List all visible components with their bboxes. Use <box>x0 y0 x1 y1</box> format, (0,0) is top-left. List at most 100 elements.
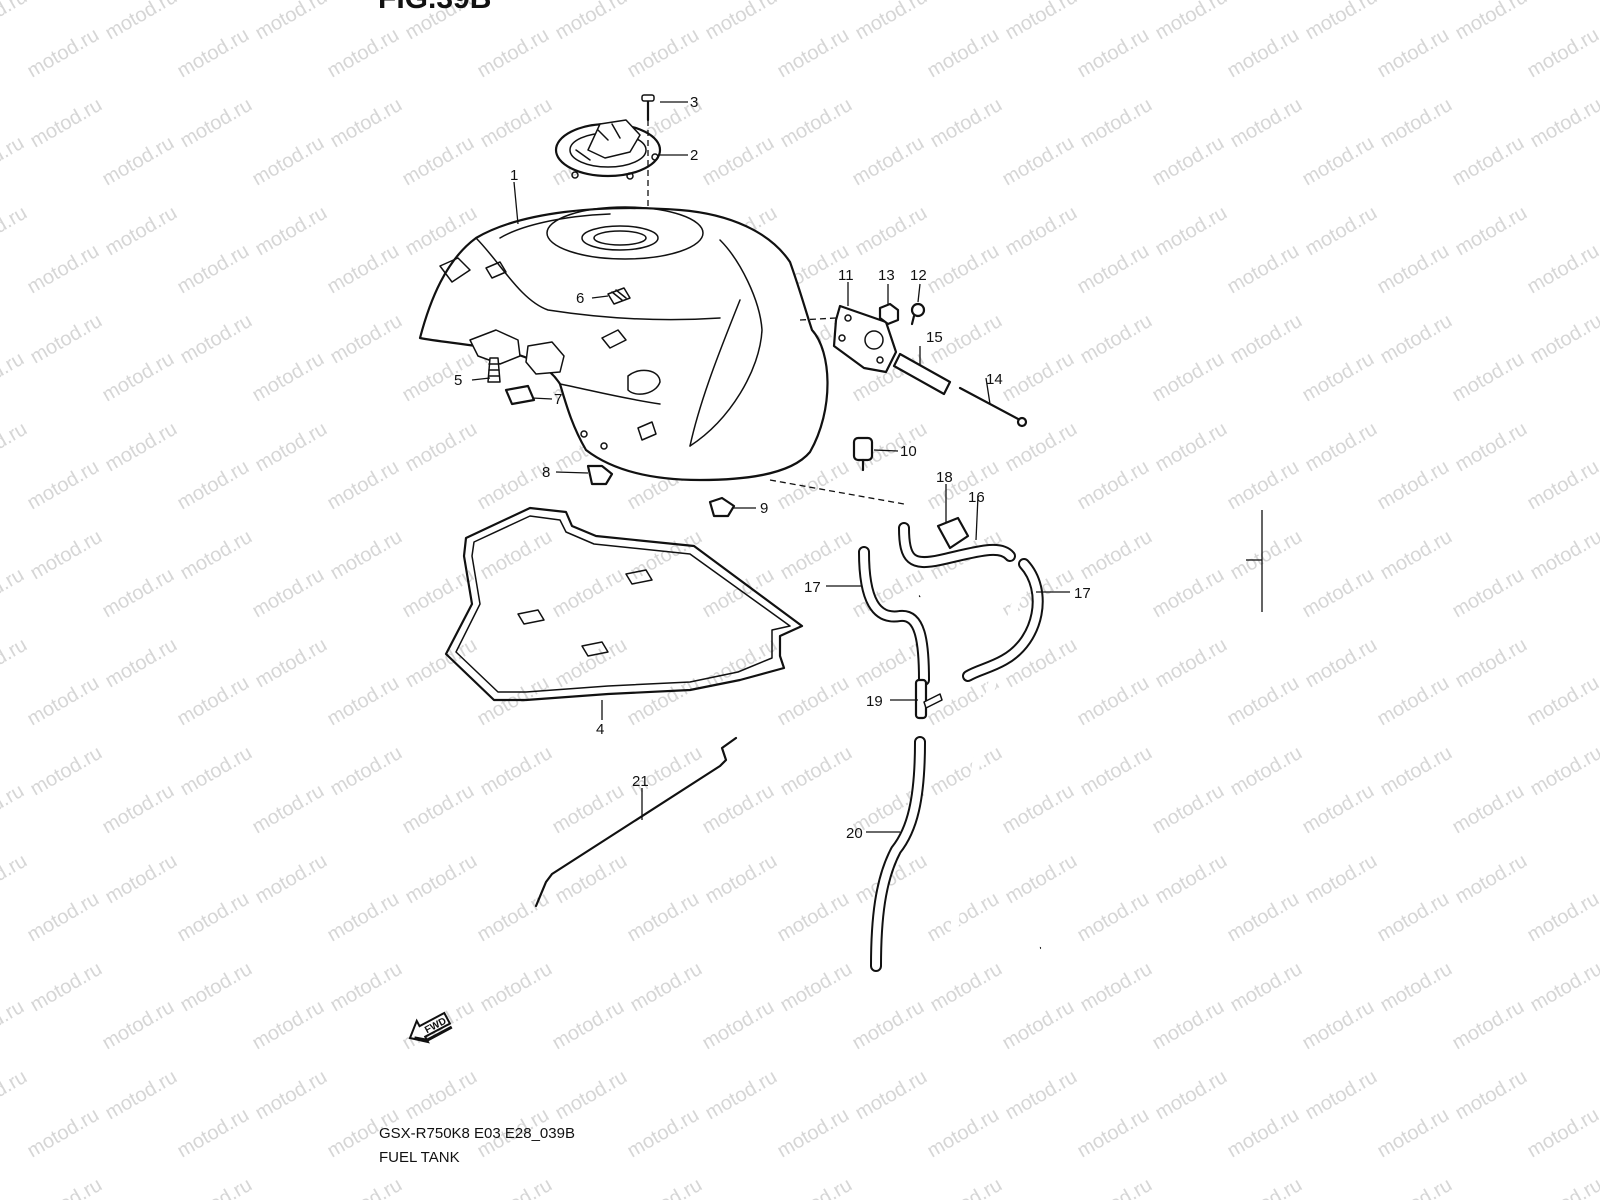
watermark-text: motod.ru <box>549 780 628 839</box>
watermark-text: motod.ru <box>174 1104 253 1163</box>
watermark-text: motod.ru <box>1002 202 1081 261</box>
watermark-text: motod.ru <box>1452 0 1531 44</box>
watermark-text: motod.ru <box>627 526 706 585</box>
callout-21: 21 <box>632 773 649 790</box>
watermark-text: motod.ru <box>774 24 853 83</box>
watermark-text: motod.ru <box>177 310 256 369</box>
watermark-text: motod.ru <box>402 1066 481 1125</box>
watermark-text: motod.ru <box>924 240 1003 299</box>
watermark-text: motod.ru <box>252 850 331 909</box>
callout-20: 20 <box>846 825 863 842</box>
part-4-seal[interactable] <box>444 506 804 702</box>
watermark-text: motod.ru <box>1227 958 1306 1017</box>
watermark-text: motod.ru <box>1524 672 1600 731</box>
part-15-spacer[interactable] <box>892 352 952 396</box>
part-13-nut[interactable] <box>878 302 900 326</box>
part-21-rod[interactable] <box>534 736 738 908</box>
watermark-text: motod.ru <box>774 888 853 947</box>
callout-leaders <box>471 101 1070 833</box>
part-7-cushion[interactable] <box>504 384 536 406</box>
diagram-code: GSX-R750K8 E03 E28_039B <box>379 1125 575 1142</box>
watermark-text: motod.ru <box>1077 310 1156 369</box>
watermark-text: motod.ru <box>1527 310 1600 369</box>
callout-17-right: 17 <box>1074 585 1091 602</box>
watermark-text: motod.ru <box>1224 888 1303 947</box>
watermark-text: motod.ru <box>1527 742 1600 801</box>
part-2-fuel-cap[interactable] <box>554 119 662 180</box>
watermark-text: motod.ru <box>102 634 181 693</box>
callout-2: 2 <box>690 147 698 164</box>
callout-17-left: 17 <box>804 579 821 596</box>
watermark-text: motod.ru <box>99 996 178 1055</box>
watermark-text: motod.ru <box>1152 850 1231 909</box>
watermark-text: motod.ru <box>177 526 256 585</box>
watermark-text: motod.ru <box>99 564 178 623</box>
watermark-text: motod.ru <box>24 672 103 731</box>
watermark-text: motod.ru <box>849 996 928 1055</box>
watermark-text: motod.ru <box>102 0 181 44</box>
watermark-text: motod.ru <box>474 456 553 515</box>
part-5-bolt[interactable] <box>487 357 501 383</box>
part-11-bracket-plate[interactable] <box>832 304 898 374</box>
watermark-text: motod.ru <box>624 1104 703 1163</box>
watermark-text: motod.ru <box>1149 348 1228 407</box>
watermark-text: motod.ru <box>1449 996 1528 1055</box>
part-6-rubber-pad[interactable] <box>607 287 631 305</box>
watermark-text: motod.ru <box>1299 564 1378 623</box>
watermark-text: motod.ru <box>699 780 778 839</box>
watermark-text: motod.ru <box>699 564 778 623</box>
watermark-text: motod.ru <box>627 958 706 1017</box>
part-17-hose-a[interactable] <box>858 546 930 686</box>
watermark-text: motod.ru <box>1077 94 1156 153</box>
watermark-text: motod.ru <box>1074 888 1153 947</box>
part-10-valve[interactable] <box>852 436 874 472</box>
watermark-text: motod.ru <box>402 850 481 909</box>
part-8-cushion[interactable] <box>586 464 614 486</box>
part-3-screw[interactable] <box>641 94 655 122</box>
watermark-text: motod.ru <box>399 780 478 839</box>
bracket-alignment-line <box>799 317 837 321</box>
watermark-text: motod.ru <box>252 202 331 261</box>
part-9-cushion[interactable] <box>708 496 736 518</box>
part-18-clamp[interactable] <box>936 516 970 550</box>
part-17-hose-b[interactable] <box>898 522 1044 682</box>
watermark-text: motod.ru <box>1074 456 1153 515</box>
hose-alignment-line <box>769 479 905 505</box>
watermark-text: motod.ru <box>924 1104 1003 1163</box>
watermark-text: motod.ru <box>324 672 403 731</box>
watermark-text: motod.ru <box>27 1174 106 1200</box>
watermark-text: motod.ru <box>399 348 478 407</box>
watermark-text: motod.ru <box>1077 1174 1156 1200</box>
watermark-text: motod.ru <box>1074 1104 1153 1163</box>
watermark-text: motod.ru <box>1227 1174 1306 1200</box>
watermark-text: motod.ru <box>324 24 403 83</box>
watermark-text: motod.ru <box>0 418 31 477</box>
watermark-text: motod.ru <box>699 996 778 1055</box>
watermark-text: motod.ru <box>1299 348 1378 407</box>
watermark-text: motod.ru <box>24 1104 103 1163</box>
watermark-text: motod.ru <box>474 24 553 83</box>
watermark-text: motod.ru <box>1377 310 1456 369</box>
watermark-text: motod.ru <box>1302 850 1381 909</box>
watermark-text: motod.ru <box>174 24 253 83</box>
watermark-text: motod.ru <box>252 1066 331 1125</box>
watermark-text: motod.ru <box>249 348 328 407</box>
watermark-text: motod.ru <box>999 132 1078 191</box>
watermark-text: motod.ru <box>102 418 181 477</box>
part-19-joint[interactable] <box>914 678 943 720</box>
part-1-fuel-tank[interactable] <box>418 206 829 482</box>
watermark-text: motod.ru <box>1524 24 1600 83</box>
watermark-text: motod.ru <box>552 0 631 44</box>
watermark-text: motod.ru <box>1374 888 1453 947</box>
watermark-text: motod.ru <box>399 132 478 191</box>
watermark-text: motod.ru <box>1152 418 1231 477</box>
watermark-text: motod.ru <box>102 850 181 909</box>
watermark-text: motod.ru <box>1002 1066 1081 1125</box>
watermark-text: motod.ru <box>1452 1066 1531 1125</box>
watermark-text: motod.ru <box>0 132 28 191</box>
part-20-hose[interactable] <box>870 736 926 972</box>
watermark-text: motod.ru <box>774 1104 853 1163</box>
part-12-bolt[interactable] <box>910 302 926 326</box>
watermark-text: motod.ru <box>24 888 103 947</box>
